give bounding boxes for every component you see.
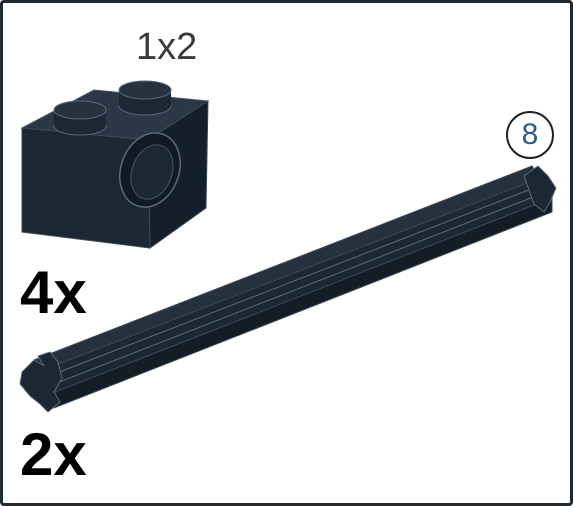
brick-size-label: 1x2 — [136, 26, 198, 68]
technic-axle-8-icon — [19, 165, 557, 413]
axle-length-badge: 8 — [506, 111, 554, 159]
brick-quantity: 4x — [20, 259, 87, 326]
axle-quantity: 2x — [20, 421, 87, 488]
technic-brick-1x2-icon — [20, 80, 210, 249]
